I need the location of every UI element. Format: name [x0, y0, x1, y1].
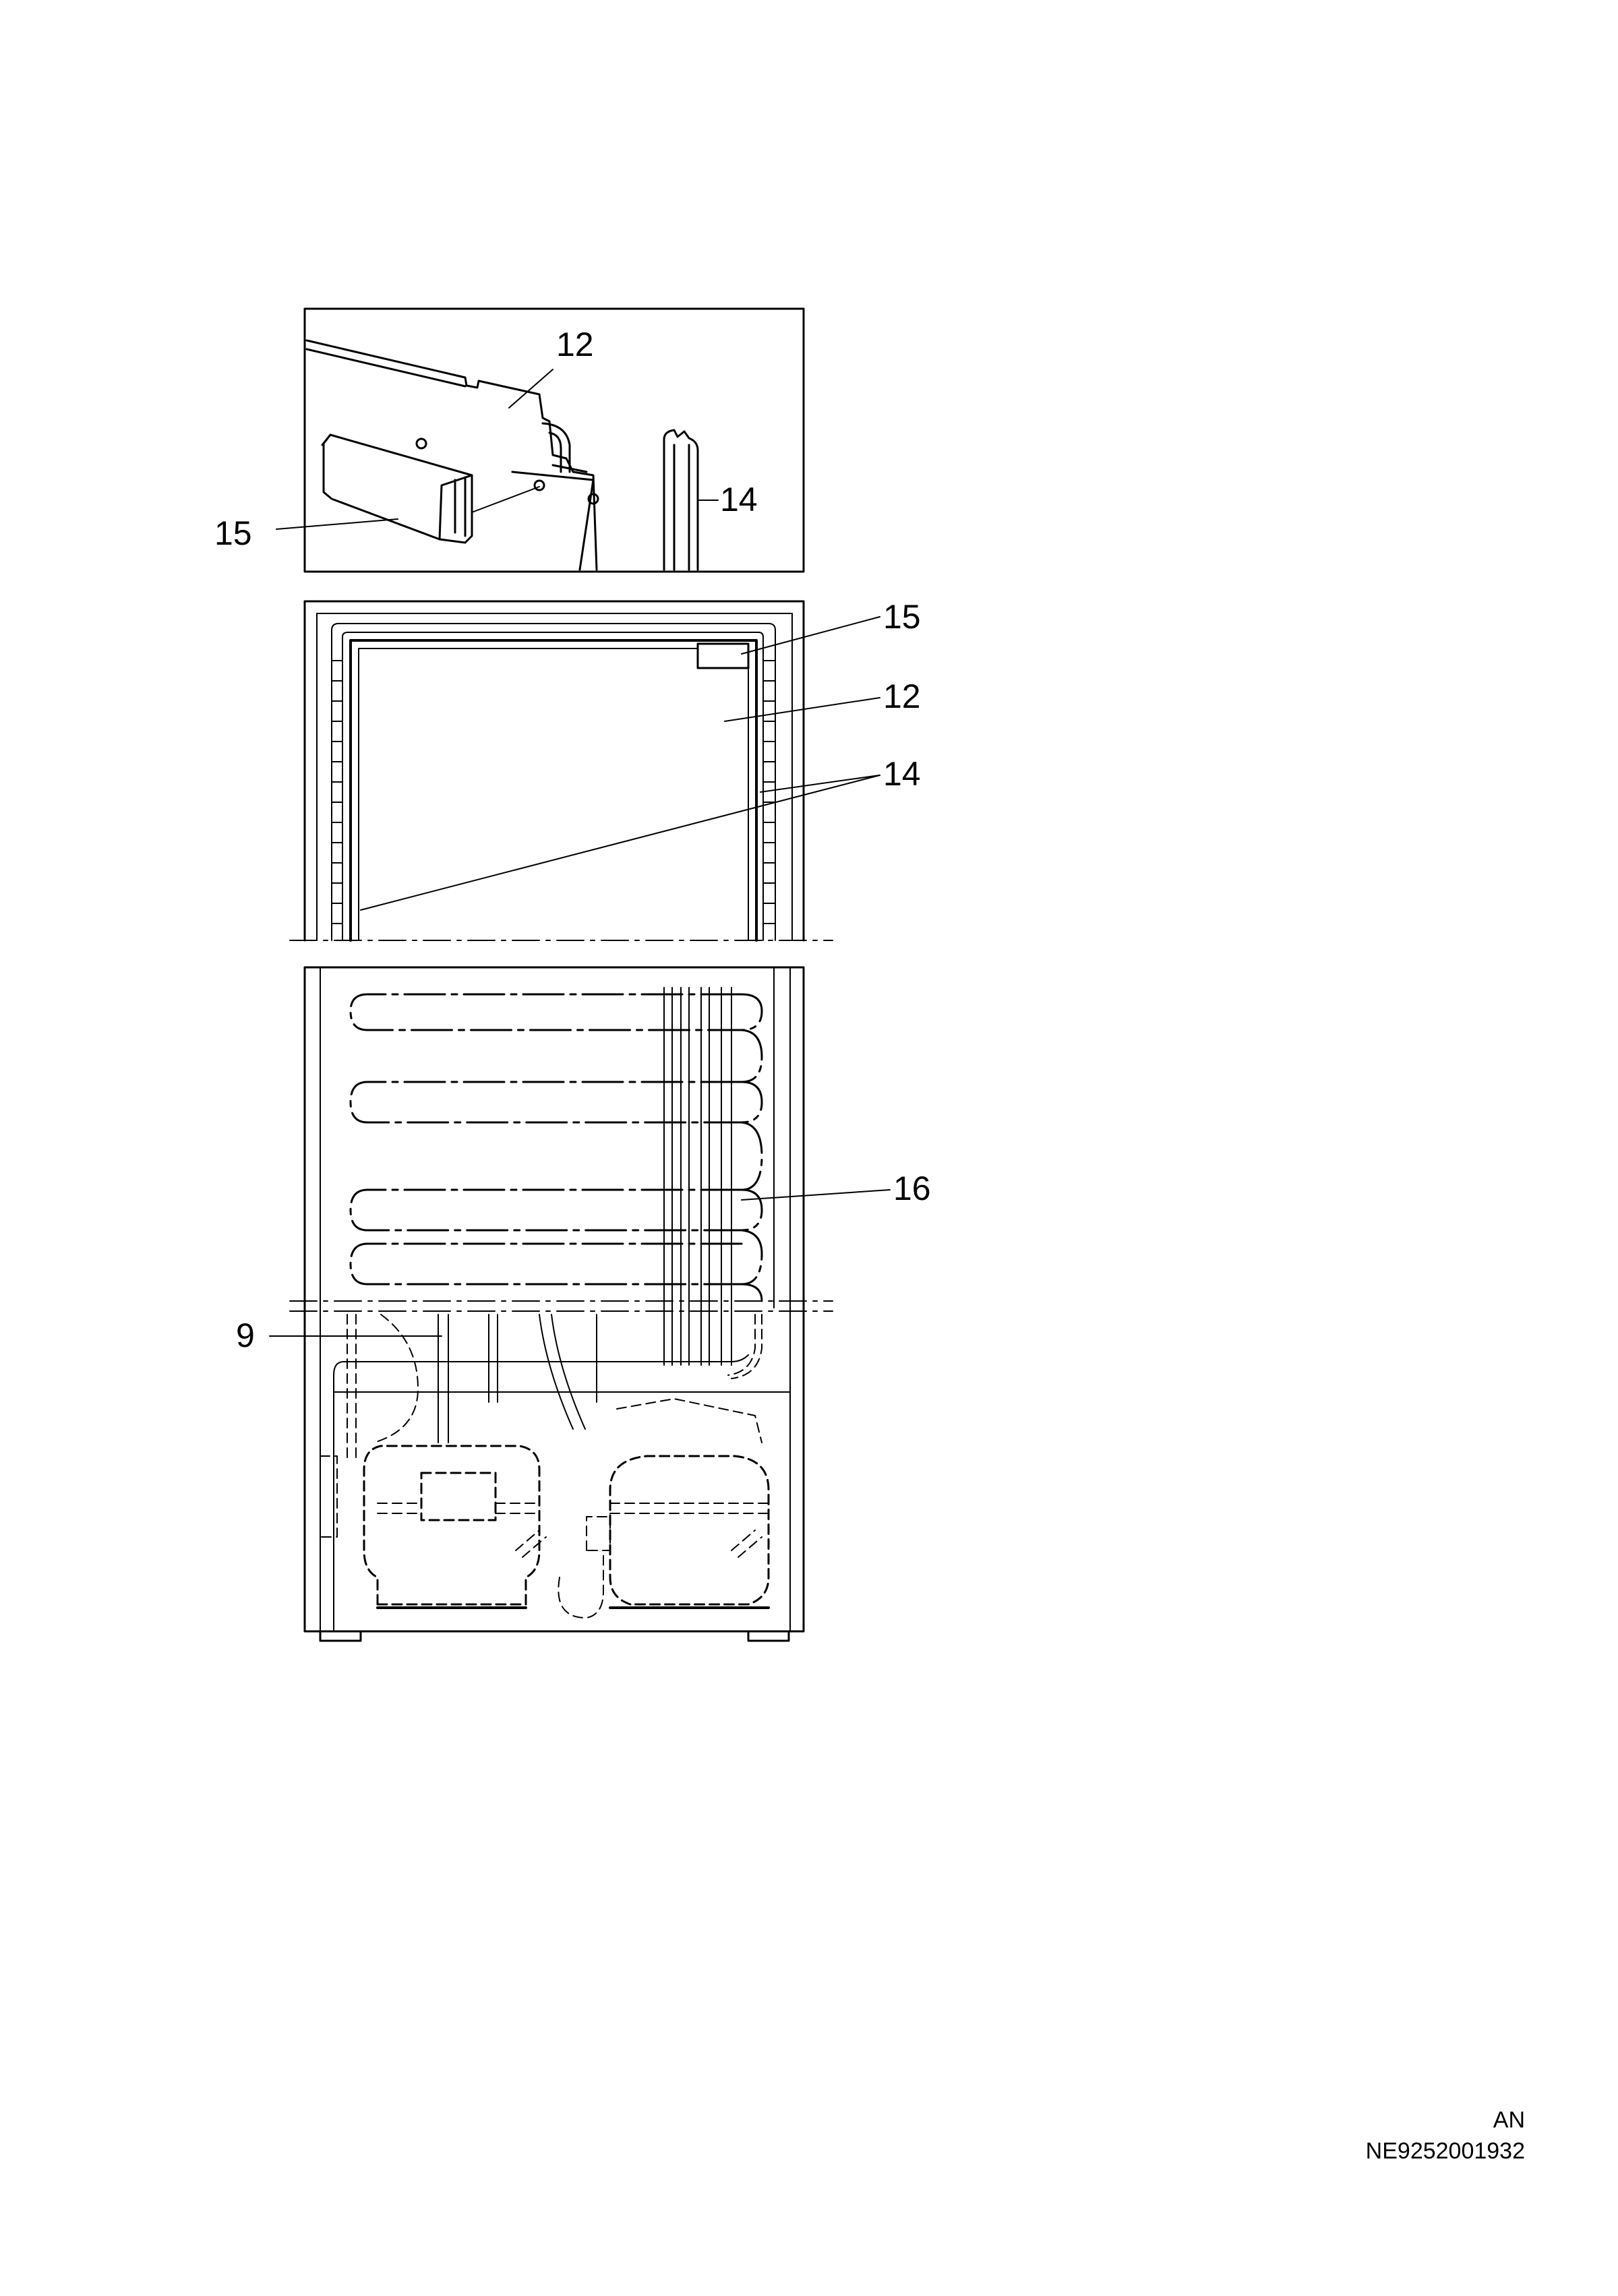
inset-part-15	[322, 433, 473, 544]
foot-left	[319, 1630, 362, 1642]
reference-code: AN	[1493, 2107, 1525, 2133]
compressor-compartment	[319, 1314, 791, 1642]
pipe-loop-right	[616, 1398, 762, 1443]
door-gasket-outer	[331, 623, 776, 941]
door-section: 15 12 14	[289, 598, 921, 942]
compressor-left-head	[420, 1472, 497, 1521]
compartment-pipe-top	[333, 1354, 749, 1632]
label-15-inset: 15	[214, 514, 252, 552]
compressor-left	[363, 1445, 541, 1606]
label-15-door: 15	[883, 598, 921, 636]
pipe-curve-mid	[539, 1314, 586, 1430]
compressor-left-lines	[377, 1503, 540, 1514]
inset-hinge-pipe	[541, 422, 571, 473]
relay-box-left	[320, 1455, 338, 1538]
pipe-curve-left	[373, 1314, 419, 1443]
door-inner-panel-12	[349, 639, 758, 942]
inset-detail: 12 14 15	[214, 307, 805, 573]
leader-16	[741, 1189, 891, 1201]
door-part-15	[696, 642, 750, 669]
connector-box	[586, 1516, 611, 1551]
foot-right	[747, 1630, 790, 1642]
inset-panel-edge	[511, 471, 595, 481]
inset-seal-14	[663, 429, 699, 571]
condenser-coil-16	[349, 993, 763, 1302]
door-leader-12	[724, 697, 880, 722]
gasket-ticks-left	[331, 660, 343, 924]
label-16: 16	[893, 1170, 931, 1207]
compressor-right-stub	[731, 1530, 762, 1558]
label-12-door: 12	[883, 677, 921, 715]
reference-number: NE9252001932	[1366, 2138, 1525, 2164]
inset-part-15-tab	[454, 476, 467, 537]
u-pipe	[558, 1550, 604, 1619]
inset-hole-3	[587, 493, 599, 505]
door-leader-14b	[360, 775, 880, 911]
condenser-wires	[663, 987, 732, 1366]
door-inner-panel-edge	[358, 648, 749, 941]
inset-leader-15	[276, 518, 398, 530]
inset-leader-12	[508, 369, 553, 409]
door-outer-frame	[303, 600, 805, 942]
inset-frame	[303, 307, 805, 573]
cabinet-back: 16 9	[236, 966, 931, 1642]
label-9: 9	[236, 1317, 255, 1354]
door-leader-14a	[760, 775, 880, 793]
inset-part-15-edge	[321, 433, 473, 541]
inset-hole-1	[415, 437, 427, 450]
gasket-ticks-right	[762, 660, 776, 924]
cabinet-outer	[303, 966, 805, 1633]
door-frame-inner-1	[316, 613, 793, 941]
compressor-left-stub	[515, 1530, 547, 1558]
label-14-inset: 14	[720, 481, 758, 518]
door-leader-15	[741, 616, 880, 655]
inset-hole-2	[533, 479, 545, 491]
pipe-curve-right	[727, 1314, 762, 1379]
inset-leader-15b	[471, 486, 540, 513]
inset-door-panel	[305, 339, 598, 571]
compressor-right	[609, 1455, 770, 1606]
compressor-right-lines	[609, 1503, 769, 1514]
label-14-door: 14	[883, 755, 921, 793]
door-gasket-inner	[342, 632, 764, 941]
label-12-inset: 12	[556, 326, 594, 363]
pipe-left-dashed	[347, 1314, 357, 1463]
